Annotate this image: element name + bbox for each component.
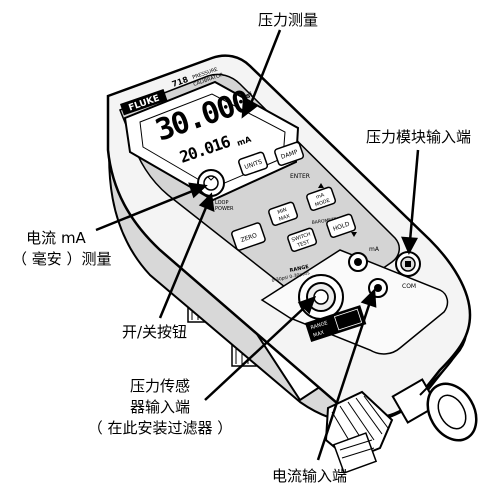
ma-mode-button[interactable]: mA MODE [306,186,337,212]
leader-module-input [408,149,420,242]
plate-line-2: MAX [313,330,326,339]
leader-current-input [316,301,372,461]
units-button[interactable]: UNITS [238,151,269,177]
label-current-ma: 电流 mA （ 毫安 ）测量 [12,228,112,270]
arrowhead-sensor-input [297,295,317,315]
leader-power-button [158,204,209,319]
com-label: COM [402,283,416,290]
range-plate: RANGE MAX [305,305,367,343]
max-label: MAX [278,213,291,222]
leader-pressure-measure [248,29,282,107]
label-pressure-module-input: 压力模块输入端 [366,128,472,146]
loop-power-line: LOOP [215,200,229,206]
arrowhead-current-input [360,288,377,308]
label-power-button: 开/关按钮 [122,323,188,341]
label-sensor-input-line2: 器输入端 [129,398,190,416]
down-arrow-icon [351,232,357,237]
label-sensor-input: 压力传感 器输入端 （ 在此安装过滤器 ） [80,376,240,439]
ma-mode-top: mA [315,192,325,201]
sensor-input-port[interactable] [298,274,344,320]
min-label: MIN [277,207,288,216]
arrowhead-current-ma [188,182,208,199]
ma-jack-upper[interactable] [348,252,368,272]
arrowhead-module-input [401,236,419,255]
enter-label: ENTER [290,173,310,180]
arrowhead-pressure-measure [241,99,259,119]
base-edge [419,359,453,396]
test-label: TEST [296,239,312,249]
label-current-input: 电流输入端 [272,467,348,485]
pressure-knob[interactable] [324,390,394,474]
zero-button[interactable]: ZERO [231,222,266,251]
power-line: POWER [215,206,234,212]
label-current-ma-line1: 电流 mA [26,229,86,247]
arrowhead-power-button [198,192,215,212]
min-max-button[interactable]: MIN MAX [268,201,299,227]
label-sensor-input-line3: （ 在此安装过滤器 ） [87,419,233,437]
label-sensor-input-line1: 压力传感 [129,377,190,395]
label-pressure-measure: 压力测量 [258,11,319,29]
label-current-ma-line2: （ 毫安 ）测量 [12,250,112,268]
ma-mode-bottom: MODE [314,198,330,209]
plate-line-1: RANGE [310,320,328,331]
callout-lines [95,29,420,461]
port-panel [260,249,449,355]
leader-current-ma [95,188,196,232]
hold-button[interactable]: HOLD [326,213,357,239]
leader-sensor-input [204,305,307,401]
power-button[interactable] [197,169,225,197]
switch-test-button[interactable]: SWITCH TEST [287,227,318,253]
primary-unit: psi [240,91,254,102]
range-heading: RANGE [289,264,310,274]
up-arrow-icon [318,183,324,188]
ma-jack-label: mA [369,246,380,253]
current-input-jack[interactable] [368,278,388,298]
pressure-module-port[interactable] [395,251,421,277]
damp-button[interactable]: DAMP [274,141,305,167]
